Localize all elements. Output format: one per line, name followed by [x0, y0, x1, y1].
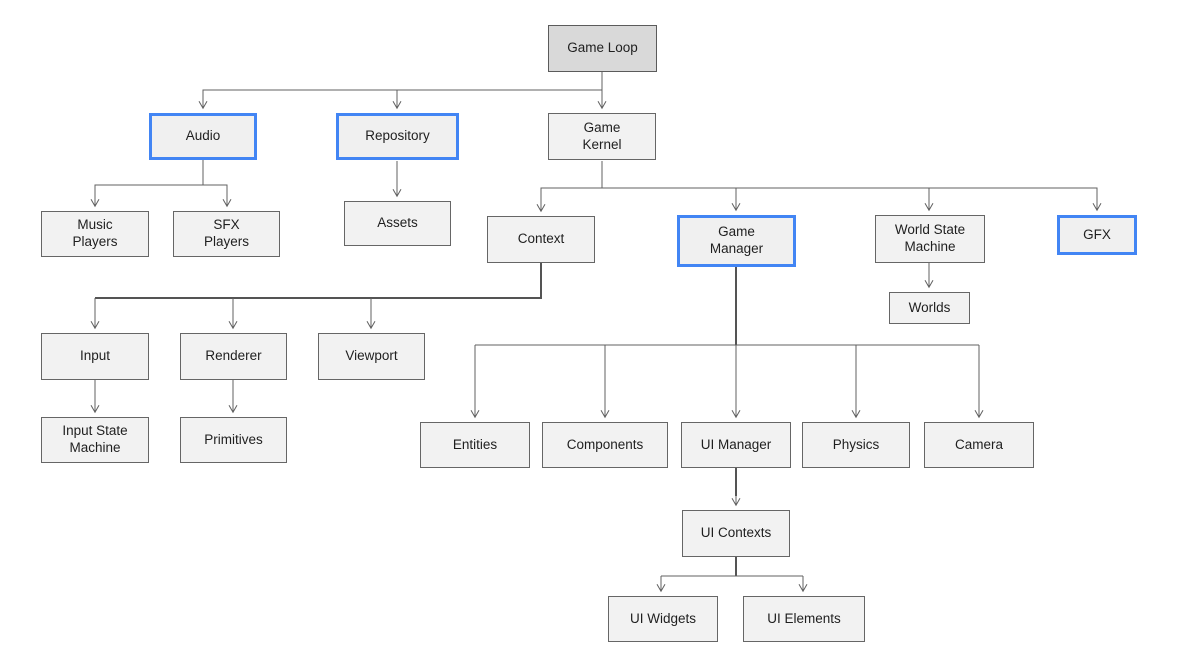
node-viewport[interactable]: Viewport: [318, 333, 425, 380]
node-primitives[interactable]: Primitives: [180, 417, 287, 463]
node-ui-elements[interactable]: UI Elements: [743, 596, 865, 642]
edge-audio-sfx-players: [203, 184, 232, 208]
node-audio[interactable]: Audio: [149, 113, 257, 160]
edge-audio-music-players: [90, 160, 204, 208]
node-game-kernel[interactable]: Game Kernel: [548, 113, 656, 160]
node-repository[interactable]: Repository: [336, 113, 459, 160]
node-renderer[interactable]: Renderer: [180, 333, 287, 380]
node-physics[interactable]: Physics: [802, 422, 910, 468]
node-entities[interactable]: Entities: [420, 422, 530, 468]
node-input-state-machine[interactable]: Input State Machine: [41, 417, 149, 463]
node-game-manager[interactable]: Game Manager: [677, 215, 796, 267]
edge-game-loop-repository: [392, 89, 602, 110]
edge-context-trunk: [95, 263, 542, 299]
node-game-loop[interactable]: Game Loop: [548, 25, 657, 72]
node-camera[interactable]: Camera: [924, 422, 1034, 468]
node-worlds[interactable]: Worlds: [889, 292, 970, 324]
node-assets[interactable]: Assets: [344, 201, 451, 246]
node-music-players[interactable]: Music Players: [41, 211, 149, 257]
node-world-state-machine[interactable]: World State Machine: [875, 215, 985, 263]
edge-game-kernel-world-state-machine: [602, 187, 934, 212]
node-sfx-players[interactable]: SFX Players: [173, 211, 280, 257]
node-gfx[interactable]: GFX: [1057, 215, 1137, 255]
edge-game-loop-audio: [198, 89, 602, 110]
node-components[interactable]: Components: [542, 422, 668, 468]
edge-game-kernel-game-manager: [602, 187, 741, 212]
node-ui-contexts[interactable]: UI Contexts: [682, 510, 790, 557]
node-input[interactable]: Input: [41, 333, 149, 380]
node-ui-widgets[interactable]: UI Widgets: [608, 596, 718, 642]
node-ui-manager[interactable]: UI Manager: [681, 422, 791, 468]
node-context[interactable]: Context: [487, 216, 595, 263]
edge-game-kernel-context: [536, 187, 602, 213]
edge-game-kernel-gfx: [602, 187, 1102, 212]
